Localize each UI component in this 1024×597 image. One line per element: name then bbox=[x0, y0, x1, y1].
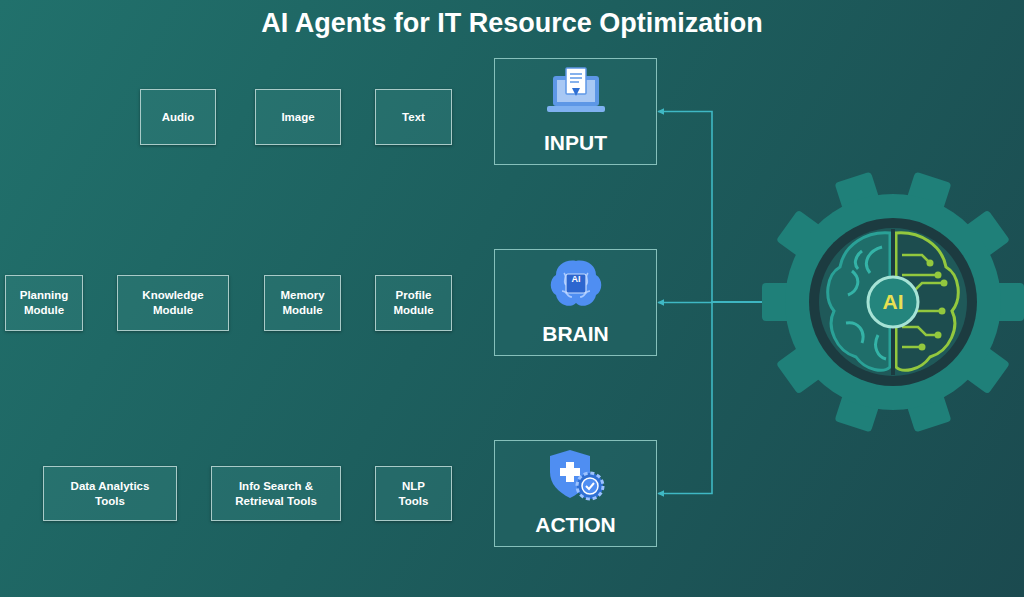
box-label: Profile Module bbox=[384, 288, 444, 318]
graphic-circle bbox=[927, 260, 934, 267]
graphic-circle bbox=[935, 272, 942, 279]
component-box: Data Analytics Tools bbox=[43, 466, 177, 521]
component-box: Planning Module bbox=[5, 275, 83, 331]
graphic-path bbox=[550, 261, 601, 306]
box-label: Text bbox=[402, 110, 425, 125]
component-box: Memory Module bbox=[264, 275, 341, 331]
icon-label: AI bbox=[562, 274, 590, 284]
graphic-circle bbox=[935, 332, 942, 339]
graphic-circle bbox=[919, 344, 926, 351]
box-label: NLP Tools bbox=[389, 479, 439, 509]
graphic-line bbox=[570, 73, 582, 75]
stage-box: INPUT bbox=[494, 58, 657, 165]
box-label: Data Analytics Tools bbox=[62, 479, 158, 509]
component-box: Image bbox=[255, 89, 341, 145]
graphic-circle bbox=[939, 308, 946, 315]
component-box: Info Search & Retrieval Tools bbox=[211, 466, 341, 521]
graphic-circle bbox=[582, 478, 598, 494]
component-box: Profile Module bbox=[375, 275, 452, 331]
icon-graphic bbox=[544, 66, 608, 120]
stage-box: ACTION bbox=[494, 440, 657, 547]
graphic-path bbox=[560, 462, 580, 482]
gear-label: AI bbox=[762, 290, 1024, 314]
box-label: Knowledge Module bbox=[137, 288, 209, 318]
component-box: Text bbox=[375, 89, 452, 145]
box-label: Image bbox=[281, 110, 314, 125]
icon-graphic bbox=[544, 257, 608, 311]
ai-gear: AI bbox=[762, 171, 1024, 433]
stage-label: BRAIN bbox=[495, 322, 656, 346]
connector-arrow bbox=[658, 301, 762, 303]
graphic-line bbox=[570, 81, 579, 83]
graphic-circle bbox=[941, 280, 948, 287]
graphic-circle bbox=[577, 473, 603, 499]
box-label: Info Search & Retrieval Tools bbox=[226, 479, 326, 509]
component-box: Audio bbox=[140, 89, 216, 145]
box-label: Planning Module bbox=[13, 288, 75, 318]
stage-label: ACTION bbox=[495, 513, 656, 537]
diagram-title: AI Agents for IT Resource Optimization bbox=[0, 6, 1024, 40]
component-box: NLP Tools bbox=[375, 466, 452, 521]
component-box: Knowledge Module bbox=[117, 275, 229, 331]
box-label: Memory Module bbox=[273, 288, 333, 318]
connector-arrow bbox=[658, 112, 762, 303]
connector-arrow bbox=[658, 302, 762, 494]
graphic-path bbox=[562, 273, 590, 297]
stage-label: INPUT bbox=[495, 131, 656, 155]
graphic-path bbox=[572, 88, 580, 96]
icon-graphic bbox=[544, 448, 608, 502]
stage-box: BRAIN AI bbox=[494, 249, 657, 356]
box-label: Audio bbox=[162, 110, 195, 125]
graphic-rect bbox=[547, 106, 605, 112]
graphic-line bbox=[570, 77, 582, 79]
graphic-path bbox=[586, 483, 594, 489]
